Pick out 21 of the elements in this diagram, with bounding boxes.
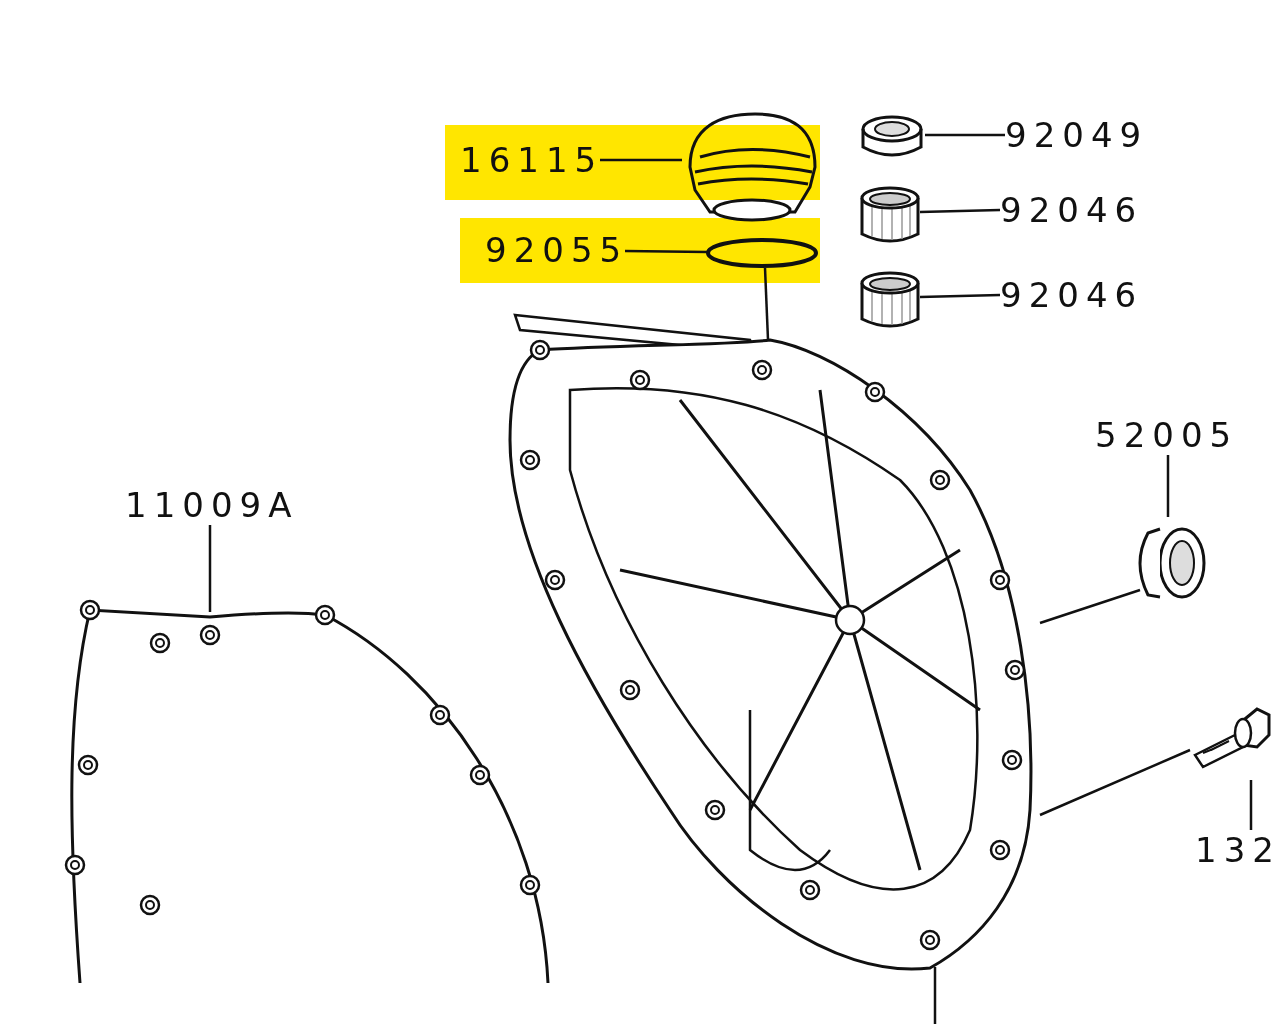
leader-line (919, 293, 1001, 299)
part-number: 92049 (1005, 115, 1145, 155)
part-number: 92046 (1000, 275, 1140, 315)
part-number: 92046 (1000, 190, 1140, 230)
leader-line (925, 133, 1005, 137)
leader-line (600, 158, 682, 162)
leader-line (1039, 588, 1141, 625)
o-ring-drawing (705, 236, 820, 270)
part-number: 92055 (485, 230, 625, 270)
part-number: 132 (1195, 830, 1275, 870)
part-number: 52005 (1095, 415, 1240, 455)
leader-line (208, 525, 212, 612)
leader-line (1166, 455, 1170, 517)
part-number: 16115 (460, 140, 600, 180)
leader-line (933, 967, 937, 1024)
part-number: 11009A (125, 485, 295, 525)
leader-line (625, 249, 707, 254)
leader-line (1039, 748, 1191, 817)
leader-line (1249, 780, 1253, 830)
leader-line (919, 208, 1001, 214)
leader-line (763, 267, 770, 341)
